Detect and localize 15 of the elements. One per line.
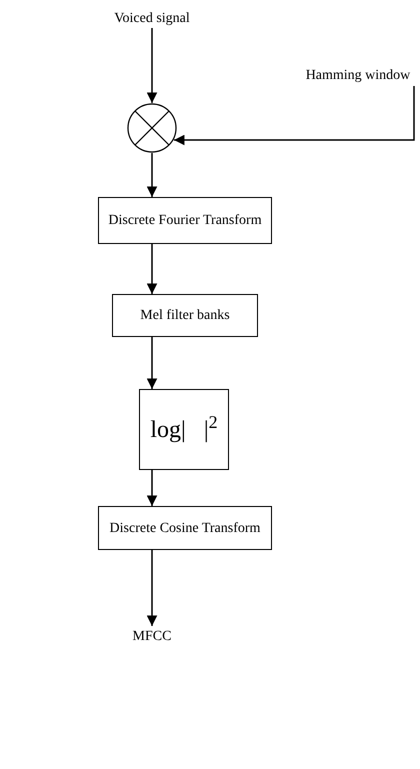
process-box: Mel filter banks <box>112 294 258 337</box>
signal-label: Voiced signal <box>102 8 202 28</box>
arrow <box>174 86 415 146</box>
arrow <box>146 244 158 294</box>
signal-label: Hamming window <box>298 64 418 86</box>
process-box: log| |$^{2}$ <box>139 389 229 470</box>
arrow <box>146 337 158 389</box>
arrow <box>146 153 158 197</box>
process-box: Discrete Fourier Transform <box>98 197 272 244</box>
process-box: Discrete Cosine Transform <box>98 506 272 550</box>
arrow <box>146 470 158 506</box>
arrow <box>146 28 158 103</box>
multiplier-circle <box>127 103 177 153</box>
arrow <box>146 550 158 626</box>
signal-label: MFCC <box>122 626 182 646</box>
